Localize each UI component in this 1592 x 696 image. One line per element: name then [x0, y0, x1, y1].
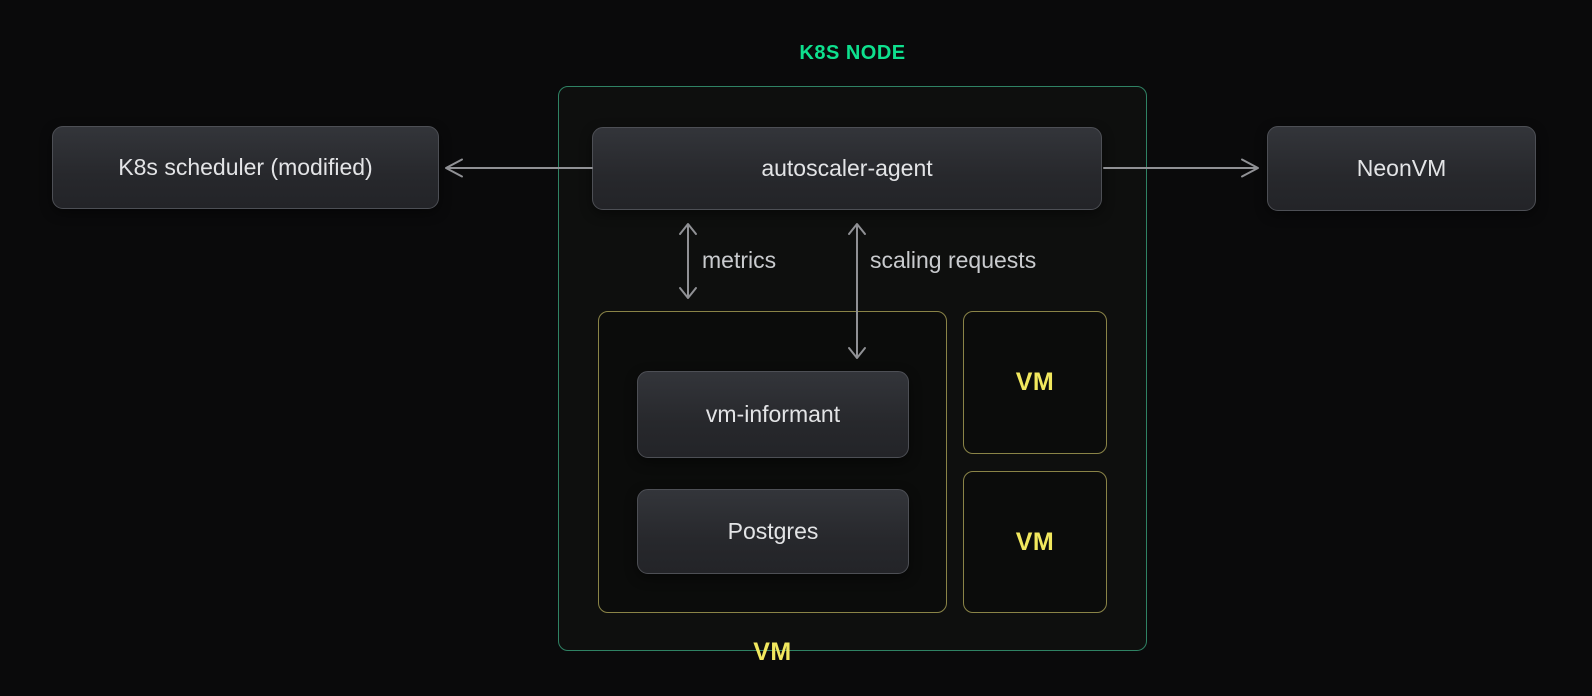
vm-top-label: VM	[1015, 368, 1055, 396]
neonvm-node: NeonVM	[1267, 126, 1536, 211]
metrics-edge-label: metrics	[702, 247, 777, 273]
vm-box-bottom: VM	[963, 471, 1107, 613]
arrow-left-icon	[445, 158, 463, 178]
postgres-label: Postgres	[727, 518, 819, 544]
autoscaler-agent-node: autoscaler-agent	[592, 127, 1102, 210]
k8s-node-title: K8S NODE	[799, 42, 906, 64]
arrow-right-icon	[1241, 158, 1259, 178]
k8s-scheduler-node: K8s scheduler (modified)	[52, 126, 439, 209]
vm-box-top: VM	[963, 311, 1107, 454]
neonvm-label: NeonVM	[1356, 155, 1447, 181]
postgres-node: Postgres	[637, 489, 909, 574]
vm-group-label: VM	[753, 638, 792, 666]
k8s-scheduler-label: K8s scheduler (modified)	[118, 154, 373, 180]
vm-informant-node: vm-informant	[637, 371, 909, 458]
vm-informant-label: vm-informant	[705, 401, 841, 427]
autoscaler-agent-label: autoscaler-agent	[761, 155, 933, 181]
vm-bottom-label: VM	[1015, 527, 1055, 556]
scaling-requests-edge-label: scaling requests	[870, 247, 1037, 273]
